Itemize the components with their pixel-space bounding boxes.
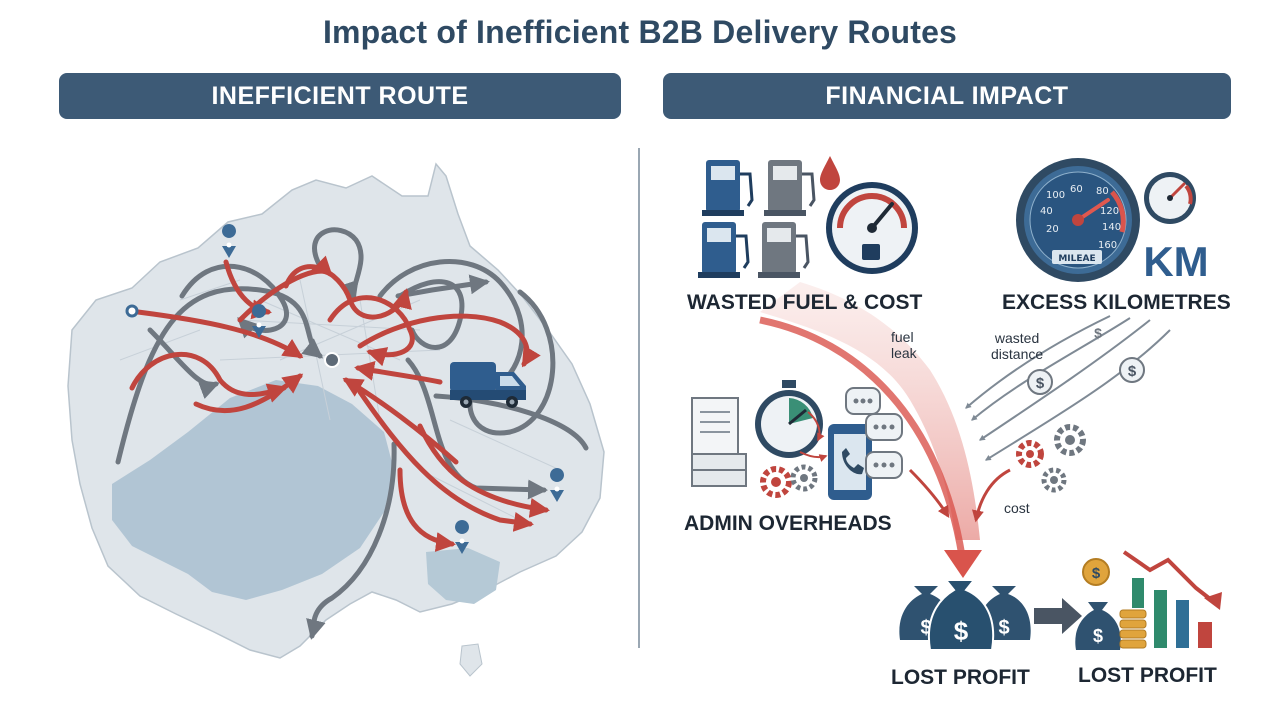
excess-km-label: EXCESS KILOMETRES: [1002, 291, 1231, 314]
coin-icon: $: [1119, 357, 1145, 383]
gears-icon: [760, 464, 818, 498]
origin-dot: [125, 304, 139, 318]
wasted-distance-line1: wasted: [994, 330, 1040, 346]
right-arrow-icon: [1034, 598, 1082, 634]
main-loss-arrow-head: [944, 550, 982, 578]
cost-gears-icon: [1016, 424, 1086, 493]
inefficient-route-header: INEFFICIENT ROUTE: [59, 73, 621, 119]
svg-text:60: 60: [1070, 184, 1083, 195]
admin-to-loss-arrow: [908, 468, 950, 519]
svg-text:$: $: [1036, 375, 1045, 392]
svg-text:$: $: [1094, 325, 1102, 341]
svg-text:$: $: [920, 617, 931, 639]
svg-text:$: $: [954, 616, 969, 646]
australia-map: [67, 162, 605, 677]
admin-overheads-label: ADMIN OVERHEADS: [684, 512, 892, 535]
red-routes: [129, 255, 550, 552]
svg-text:40: 40: [1040, 206, 1053, 217]
cost-label: cost: [1004, 500, 1030, 516]
money-bag-icon: $: [927, 579, 995, 651]
coin-icon: $: [1027, 369, 1053, 395]
map-island: [459, 643, 483, 677]
map-pin-icon: [252, 304, 267, 338]
coin-icon: $: [1094, 325, 1102, 341]
map-pin-icon: [455, 520, 470, 554]
svg-text:$: $: [1128, 363, 1137, 380]
svg-text:$: $: [1092, 565, 1101, 582]
wasted-distance-label: wasted distance: [991, 330, 1043, 362]
hub-point: [324, 352, 340, 368]
main-loss-arrow: [759, 316, 966, 557]
fuel-drop-icon: [820, 156, 840, 190]
svg-text:80: 80: [1096, 186, 1109, 197]
speedometer-icon: 20 40 60 80 100 120 140 160 MILEAE: [1016, 158, 1140, 282]
svg-text:140: 140: [1102, 222, 1121, 233]
svg-text:160: 160: [1098, 240, 1117, 251]
fuel-leak-flow: [760, 282, 980, 540]
cost-arrow: [972, 468, 1011, 523]
page-title: Impact of Inefficient B2B Delivery Route…: [322, 14, 958, 50]
chat-bubble-icon: [865, 451, 903, 479]
stopwatch-icon: [755, 380, 823, 458]
fuel-leak-line1: fuel: [891, 329, 914, 345]
fuel-leak-line2: leak: [891, 345, 917, 361]
financial-impact-header: FINANCIAL IMPACT: [663, 73, 1231, 119]
map-water: [112, 380, 394, 600]
svg-text:$: $: [1093, 626, 1103, 646]
wasted-distance-line2: distance: [991, 346, 1044, 362]
delivery-van-icon: [450, 362, 526, 408]
map-pin-icon: [550, 468, 565, 502]
chat-bubble-icon: [845, 387, 881, 415]
declining-chart-icon: $ $: [1075, 550, 1222, 650]
map-tasmania: [426, 548, 500, 604]
admin-arrow: [807, 411, 825, 442]
lost-profit-label-right: LOST PROFIT: [1078, 664, 1217, 687]
svg-text:100: 100: [1046, 190, 1065, 201]
small-gauge-icon: [1144, 172, 1196, 224]
svg-text:20: 20: [1046, 224, 1059, 235]
fuel-pump-icon: [702, 160, 754, 216]
fuel-gauge-icon: [826, 182, 918, 274]
documents-icon: [691, 397, 747, 487]
map-pin-icon: [222, 224, 237, 258]
fuel-pump-icon: [758, 222, 810, 278]
panel-divider: [638, 148, 640, 648]
smartphone-icon: [828, 424, 872, 500]
chat-bubble-icon: [865, 413, 903, 441]
lost-profit-label-left: LOST PROFIT: [891, 666, 1030, 689]
fuel-pump-icon: [698, 222, 750, 278]
fuel-pump-icon: [764, 160, 816, 216]
svg-text:MILEAE: MILEAE: [1058, 254, 1095, 264]
svg-text:$: $: [998, 617, 1009, 639]
km-text: KM: [1143, 238, 1208, 285]
admin-arrow: [799, 451, 828, 462]
wasted-distance-streams: [965, 315, 1171, 461]
wasted-fuel-label: WASTED FUEL & COST: [687, 291, 923, 314]
svg-text:120: 120: [1100, 206, 1119, 217]
fuel-leak-label: fuel leak: [891, 329, 917, 361]
